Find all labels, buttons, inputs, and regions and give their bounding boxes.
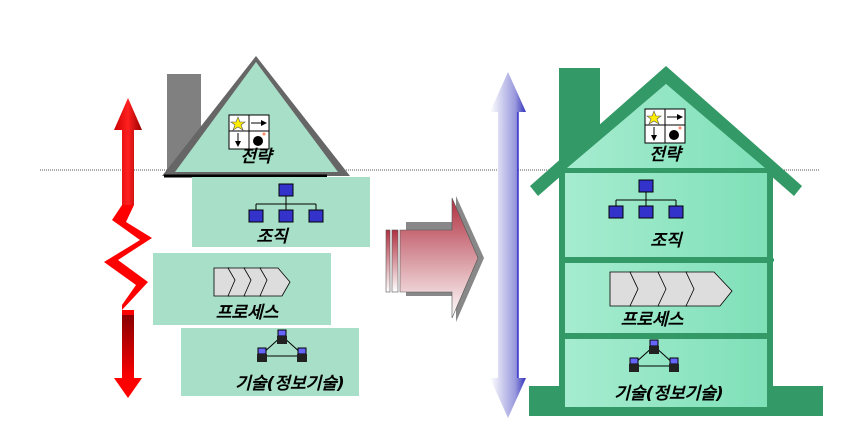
after-label-organization: 조직 [650,231,684,251]
before-label-technology: 기술(정보기술) [235,374,344,394]
right-arrow-icon [385,196,484,322]
strategy-grid-icon [228,114,270,150]
broken-double-arrow-icon [104,98,152,398]
after-label-strategy: 전략 [649,145,684,165]
process-chevrons-icon [213,267,291,297]
before-label-strategy: 전략 [240,147,275,167]
process-chevrons-icon [609,271,733,307]
after-house: 전략 조직 프로세스 기술(정보기술) [490,66,823,418]
before-label-organization: 조직 [256,227,290,247]
after-label-process: 프로세스 [621,310,685,330]
after-label-technology: 기술(정보기술) [614,384,723,404]
before-layer-technology [181,328,359,396]
after-layer-organization [565,173,767,257]
after-layer-technology [565,339,767,407]
before-label-process: 프로세스 [216,303,280,323]
strategy-grid-icon [644,108,686,144]
double-arrow-icon [490,72,526,418]
before-house: 전략 조직 프로세스 기술(정보기술) [104,56,370,398]
